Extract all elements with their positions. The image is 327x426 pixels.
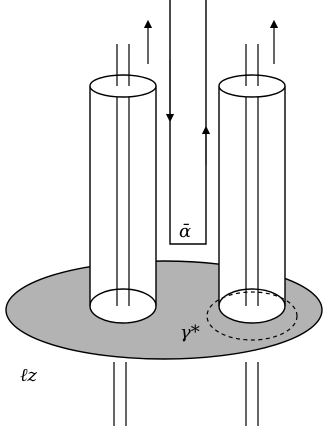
alpha-bar-label: ᾱ [179,221,191,242]
gamma-star-loop [206,291,298,341]
ell-z-label: ℓz [20,365,37,386]
alpha-bar-loop [165,0,211,245]
right-cylinder [218,19,286,324]
lower-strands [113,362,259,426]
gamma-star-label: γ* [180,322,200,343]
left-cylinder [89,19,157,324]
